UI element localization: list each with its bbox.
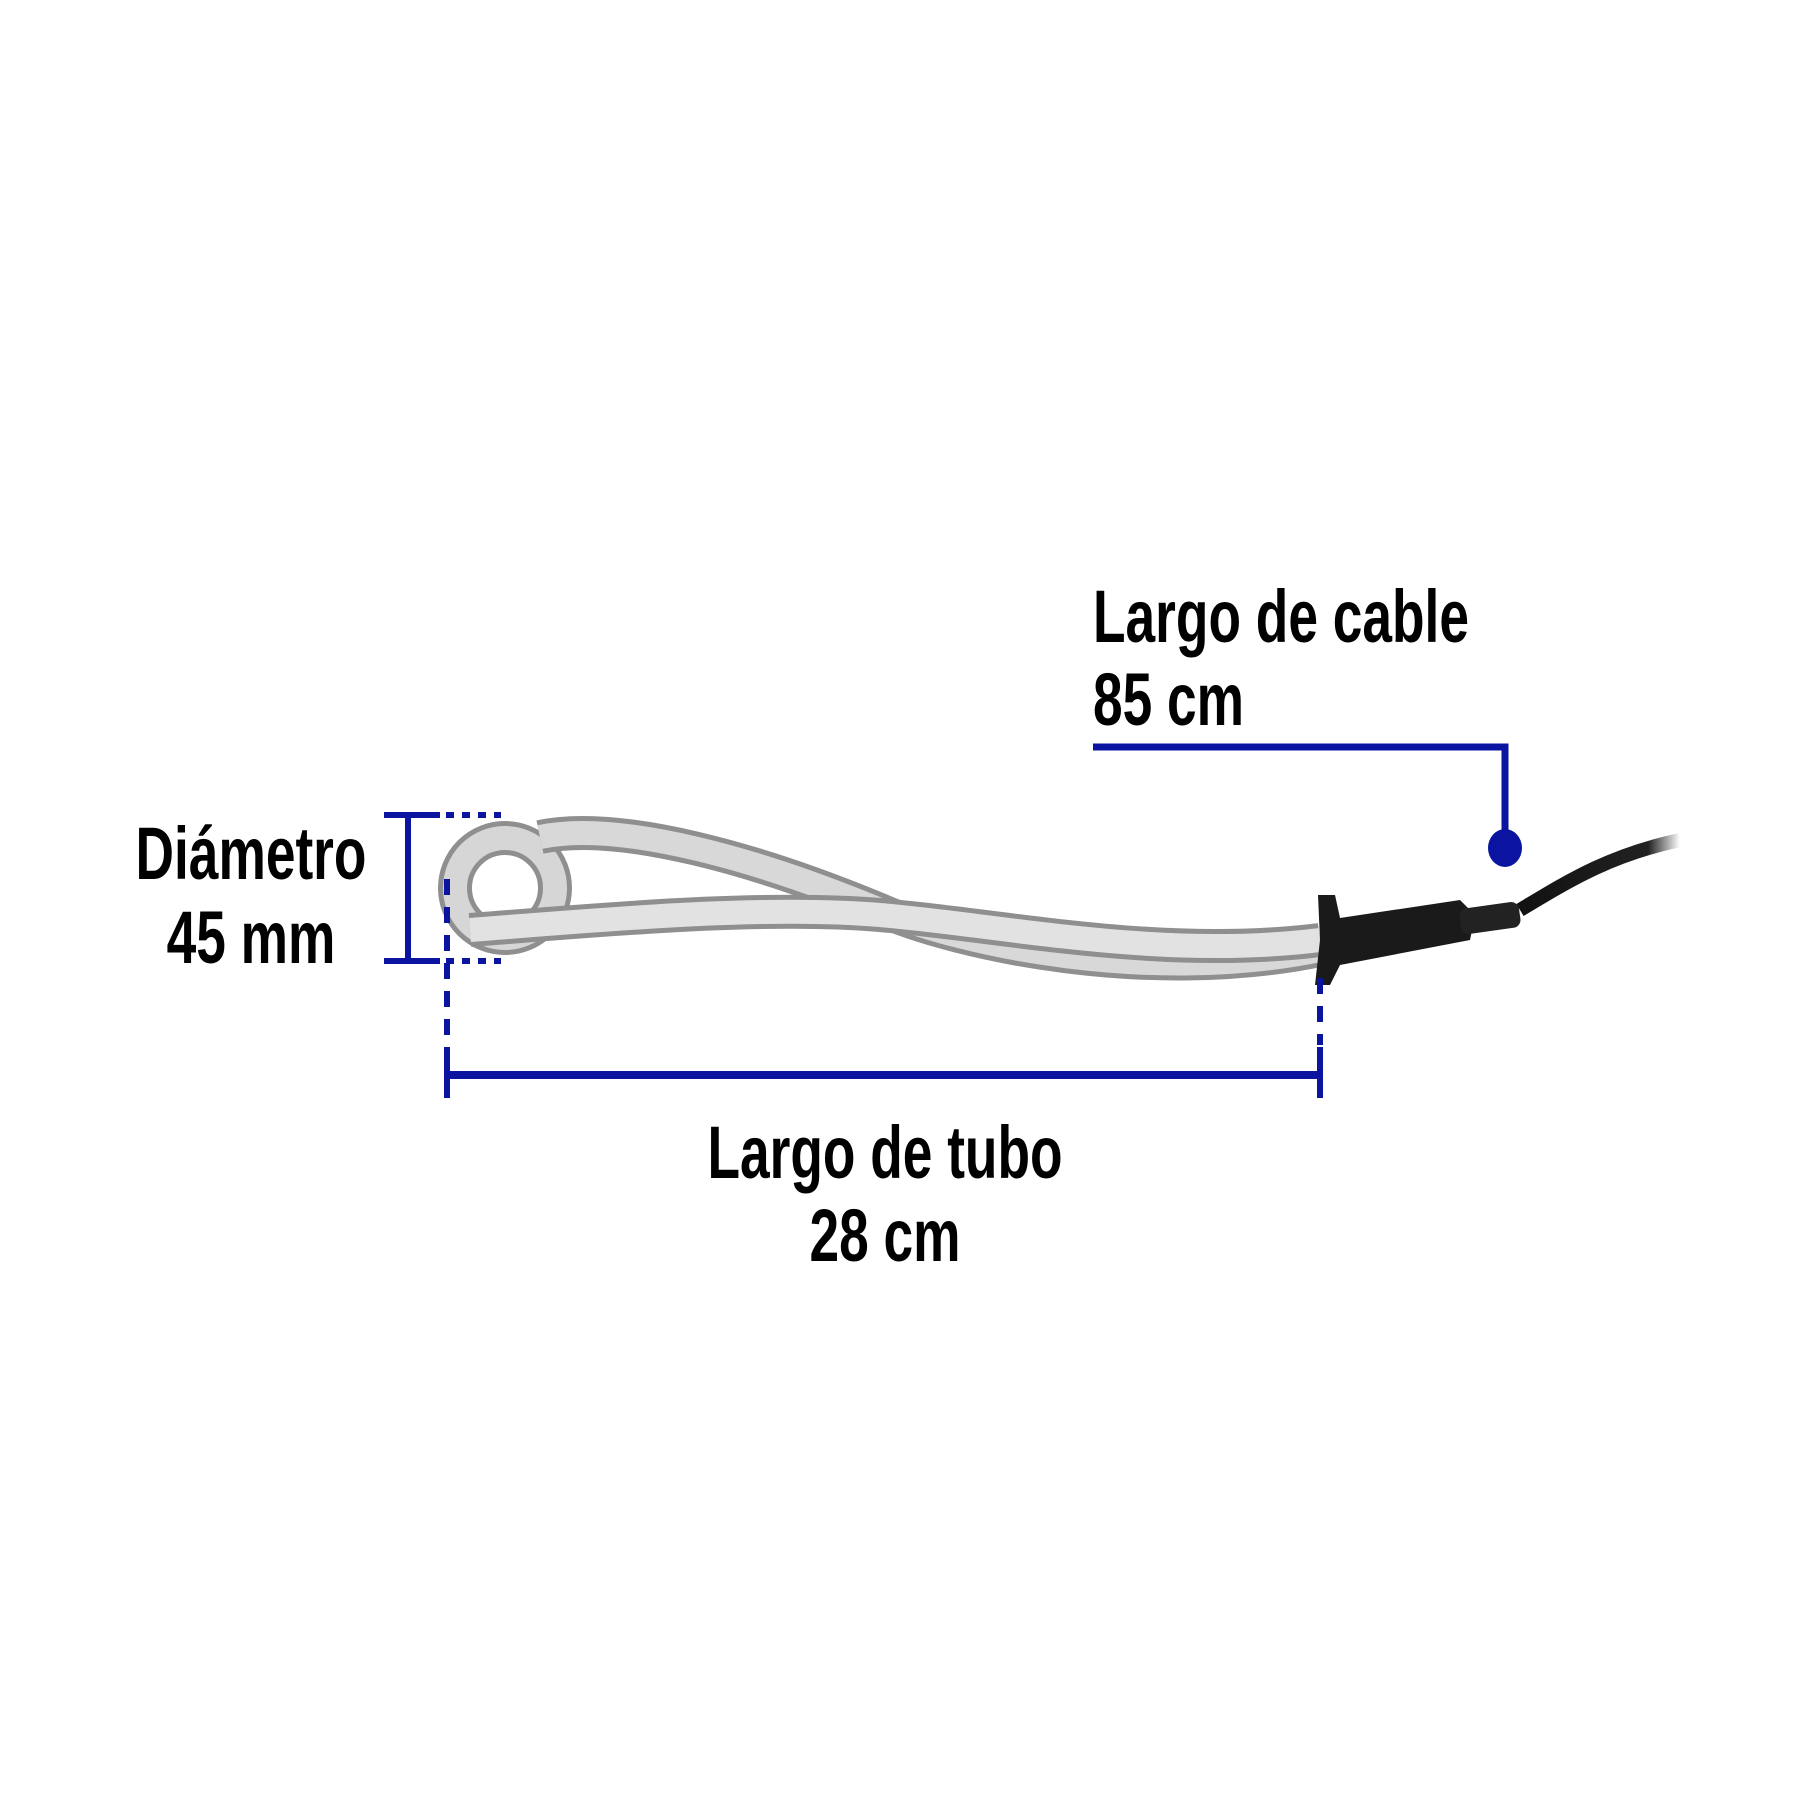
cable-length-callout: [1093, 743, 1522, 867]
callout-dot-icon: [1488, 829, 1522, 867]
cable-length-title: Largo de cable: [1093, 575, 1469, 658]
cable-length-value: 85 cm: [1093, 658, 1244, 741]
tube-length-value: 28 cm: [809, 1194, 960, 1277]
diameter-value: 45 mm: [167, 896, 336, 979]
tube-length-title: Largo de tubo: [707, 1111, 1062, 1194]
diameter-title: Diámetro: [136, 812, 367, 895]
heater-tube: [438, 816, 1324, 981]
diameter-dimension: [384, 812, 501, 964]
plug-connector: [1315, 833, 1682, 985]
tube-length-dimension: [444, 879, 1323, 1098]
